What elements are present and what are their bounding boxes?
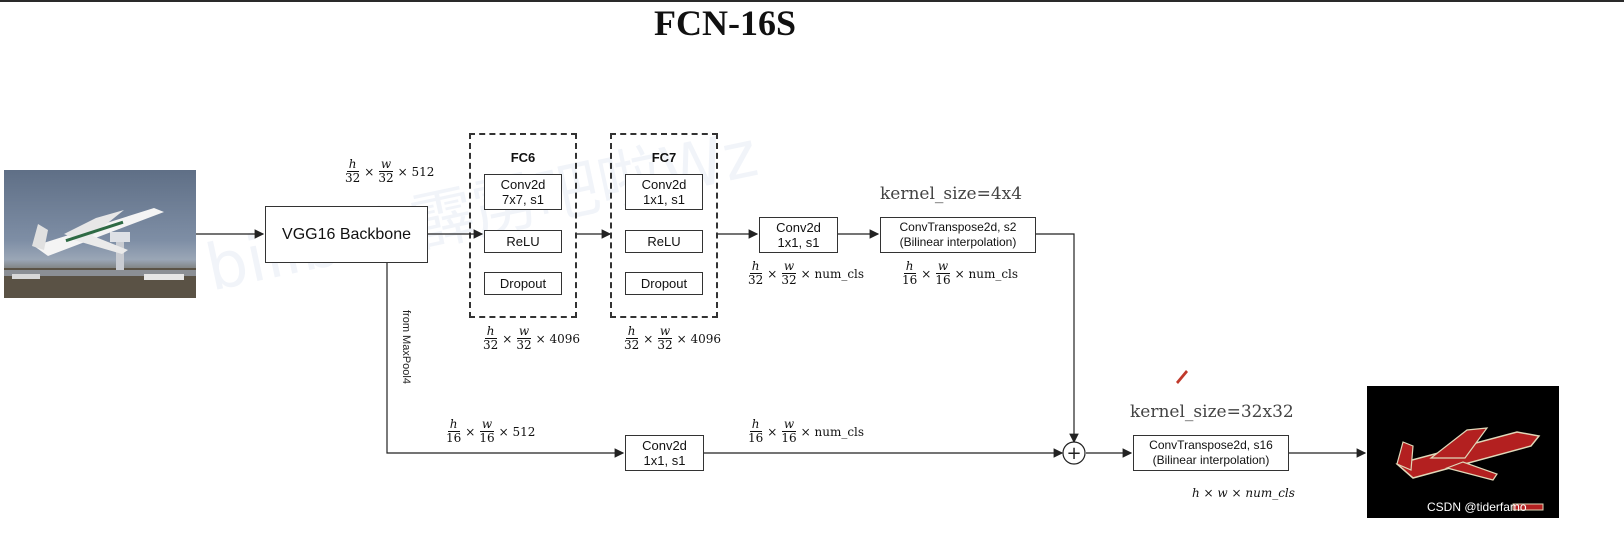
fc6-conv-box: Conv2d 7x7, s1 bbox=[484, 174, 562, 210]
airplane-photo-icon bbox=[4, 208, 196, 298]
edge-backbone-pool4 bbox=[386, 263, 625, 458]
fc7-group bbox=[610, 133, 718, 318]
kernel-label-up2: kernel_size=4x4 bbox=[880, 184, 1023, 204]
segmentation-output-image bbox=[1367, 386, 1559, 518]
fc6-dropout-label: Dropout bbox=[499, 276, 547, 291]
upsample2-box: ConvTranspose2d, s2 (Bilinear interpolat… bbox=[880, 217, 1036, 253]
page-title: FCN-16S bbox=[654, 3, 796, 43]
fc7-label: FC7 bbox=[651, 150, 677, 165]
plus-symbol: + bbox=[1066, 443, 1081, 464]
score32-line1: Conv2d bbox=[776, 220, 821, 235]
plus-circle-icon bbox=[1062, 441, 1086, 465]
input-airplane-image bbox=[4, 170, 196, 298]
fc7-conv-box: Conv2d 1x1, s1 bbox=[625, 174, 703, 210]
fc6-conv-line2: 7x7, s1 bbox=[502, 192, 544, 207]
upsample2-line2: (Bilinear interpolation) bbox=[899, 235, 1017, 249]
edge-up2-plus bbox=[1036, 233, 1079, 444]
upsample16-box: ConvTranspose2d, s16 (Bilinear interpola… bbox=[1133, 435, 1289, 471]
fc6-dropout-box: Dropout bbox=[484, 272, 562, 295]
fc7-relu-label: ReLU bbox=[647, 234, 681, 249]
fc7-conv-line1: Conv2d bbox=[641, 177, 687, 192]
upsample16-line2: (Bilinear interpolation) bbox=[1152, 453, 1270, 467]
fc6-group bbox=[469, 133, 577, 318]
score32-conv-box: Conv2d 1x1, s1 bbox=[759, 217, 838, 253]
fc6-conv-line1: Conv2d bbox=[500, 177, 546, 192]
dim-final-out: h × w × num_cls bbox=[1192, 486, 1295, 500]
vgg16-backbone-box: VGG16 Backbone bbox=[265, 206, 428, 263]
fc7-dropout-box: Dropout bbox=[625, 272, 703, 295]
fc7-relu-box: ReLU bbox=[625, 230, 703, 253]
from-maxpool4-label: from MaxPool4 bbox=[400, 310, 412, 384]
fc6-relu-box: ReLU bbox=[484, 230, 562, 253]
pen-cursor-icon bbox=[1176, 370, 1188, 384]
csdn-watermark: CSDN @tiderfamo bbox=[1427, 500, 1527, 514]
score16-line1: Conv2d bbox=[642, 438, 687, 453]
score32-line2: 1x1, s1 bbox=[777, 235, 820, 250]
vgg16-backbone-label: VGG16 Backbone bbox=[282, 226, 411, 243]
fc6-label: FC6 bbox=[510, 150, 536, 165]
upsample16-line1: ConvTranspose2d, s16 bbox=[1149, 438, 1273, 452]
score16-line2: 1x1, s1 bbox=[643, 453, 686, 468]
fc6-relu-label: ReLU bbox=[506, 234, 540, 249]
top-border-line bbox=[0, 0, 1624, 2]
kernel-label-up16: kernel_size=32x32 bbox=[1130, 402, 1294, 422]
fc7-dropout-label: Dropout bbox=[640, 276, 688, 291]
fc7-conv-line2: 1x1, s1 bbox=[643, 192, 685, 207]
score16-conv-box: Conv2d 1x1, s1 bbox=[625, 435, 704, 471]
upsample2-line1: ConvTranspose2d, s2 bbox=[899, 220, 1017, 234]
airplane-mask-icon bbox=[1395, 427, 1544, 511]
